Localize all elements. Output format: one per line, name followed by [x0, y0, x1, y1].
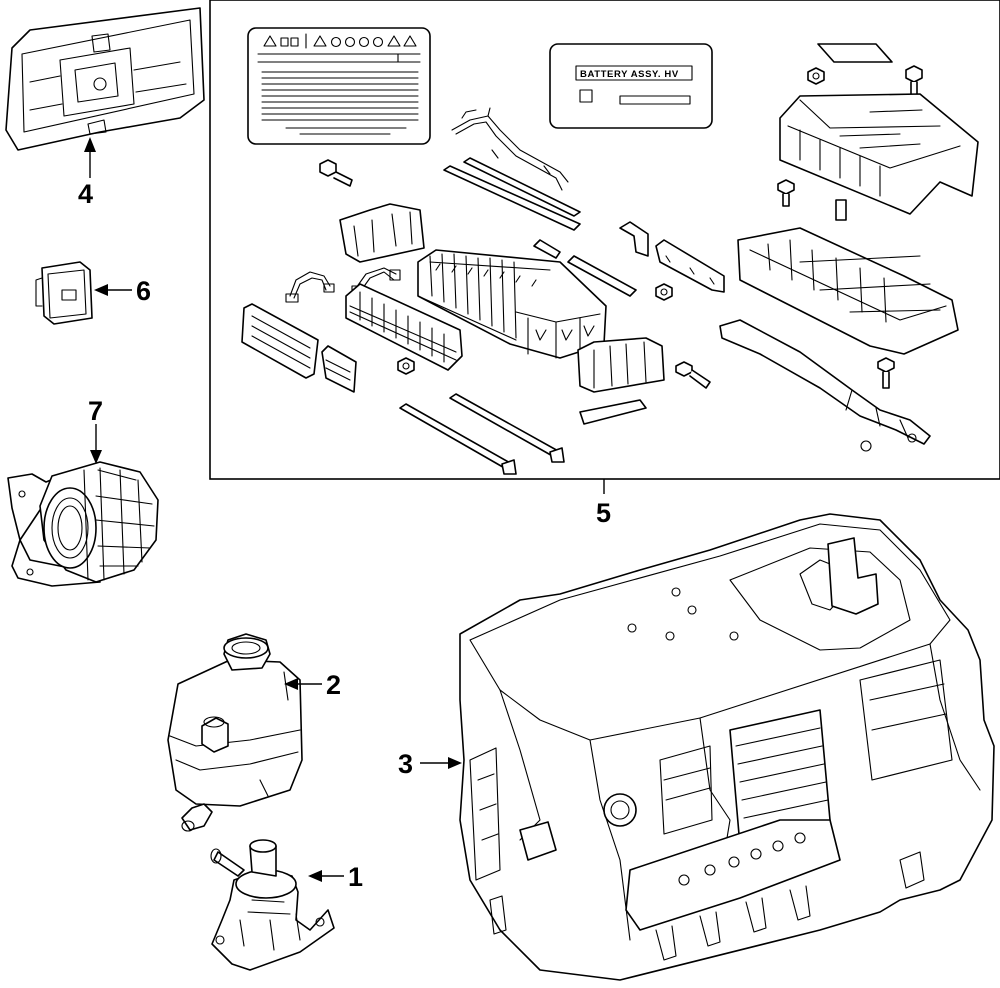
part-6-module[interactable]	[35, 261, 93, 325]
part-7-blower-fan[interactable]	[7, 461, 159, 587]
part-3-inverter[interactable]	[459, 513, 995, 981]
callout-4: 4	[78, 179, 93, 209]
callout-3: 3	[398, 749, 413, 779]
battery-upper-cover[interactable]	[779, 93, 979, 215]
callout-7: 7	[88, 396, 103, 426]
part-2-reservoir[interactable]	[167, 633, 303, 832]
bus-bar-long-1[interactable]	[443, 165, 581, 231]
fastener-nut-left[interactable]	[397, 357, 415, 375]
part-4-bracket[interactable]	[5, 7, 205, 151]
bus-bar-mid[interactable]	[567, 255, 637, 297]
wire-small-left[interactable]	[285, 271, 335, 303]
leader-1	[308, 870, 344, 882]
fastener-nut-top[interactable]	[807, 67, 825, 85]
fastener-bolt-cover[interactable]	[777, 179, 795, 207]
battery-lower-tray[interactable]	[737, 227, 959, 355]
fastener-nut-mid[interactable]	[655, 283, 673, 301]
fastener-bolt-top[interactable]	[905, 65, 923, 103]
insulator-sheet-1[interactable]	[241, 303, 319, 379]
bus-bar-holder[interactable]	[345, 283, 463, 371]
bracket-right-2[interactable]	[655, 239, 725, 293]
battery-module-stack[interactable]	[417, 249, 607, 359]
leader-6	[94, 284, 132, 296]
wire-harness-main[interactable]	[719, 319, 931, 452]
leader-4	[84, 137, 96, 178]
small-spacer[interactable]	[835, 199, 847, 221]
leader-2	[284, 678, 322, 690]
fastener-bolt-tray[interactable]	[877, 357, 895, 389]
callout-1: 1	[348, 862, 363, 892]
battery-assy-label-text: BATTERY ASSY. HV	[580, 69, 679, 80]
bracket-thin[interactable]	[579, 399, 647, 425]
wire-harness-upper[interactable]	[451, 107, 569, 191]
leader-7	[90, 424, 102, 464]
tie-rod-2[interactable]	[449, 393, 565, 463]
insulator-sheet-2[interactable]	[321, 345, 357, 393]
spacer-small-1[interactable]	[533, 239, 561, 259]
callout-6: 6	[136, 276, 151, 306]
callout-2: 2	[326, 670, 341, 700]
bus-bar-long-2[interactable]	[463, 157, 581, 217]
fastener-bolt-small-top[interactable]	[319, 159, 353, 187]
leader-3	[420, 757, 462, 769]
callout-5: 5	[596, 498, 611, 528]
bracket-right-1[interactable]	[619, 221, 649, 257]
warning-label[interactable]	[247, 27, 431, 145]
bracket-left[interactable]	[339, 203, 425, 263]
battery-frame-block[interactable]	[577, 337, 665, 393]
fastener-bolt-mid[interactable]	[675, 361, 711, 389]
part-5-frame	[209, 0, 1000, 480]
insulation-pad[interactable]	[817, 43, 893, 63]
tie-rod-1[interactable]	[399, 403, 517, 475]
part-1-pump[interactable]	[210, 839, 335, 971]
battery-assy-label[interactable]: BATTERY ASSY. HV	[549, 43, 713, 129]
